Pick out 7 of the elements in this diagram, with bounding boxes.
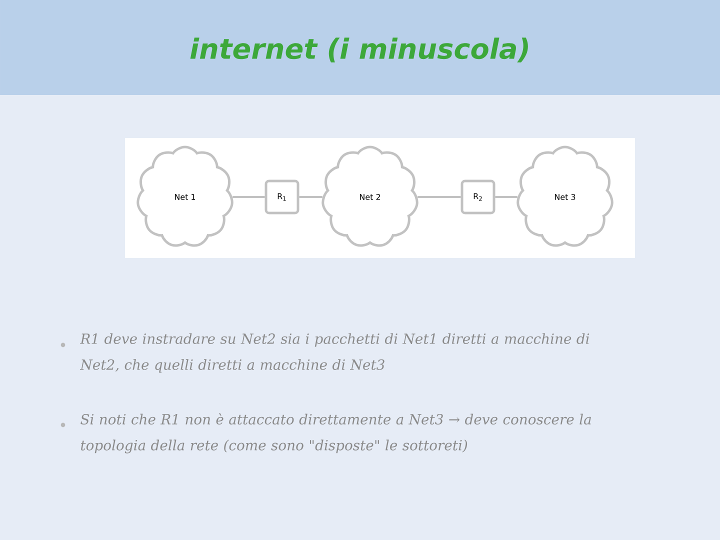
bullet-text: Si noti che R1 non è attaccato direttamente a Net3 → deve conoscere la topologia della rete (come sono "disposte" le sottoreti)	[80, 413, 591, 454]
connector-line	[299, 196, 322, 198]
connector-line	[232, 196, 265, 198]
bullet-text: R1 deve instradare su Net2 sia i pacchetti di Net1 diretti a macchine di Net2, che quelli diretti a macchine di Net3	[80, 333, 590, 373]
connector-line	[495, 196, 518, 198]
connector-line	[418, 196, 461, 198]
title: internet (i minuscola)	[190, 38, 528, 62]
